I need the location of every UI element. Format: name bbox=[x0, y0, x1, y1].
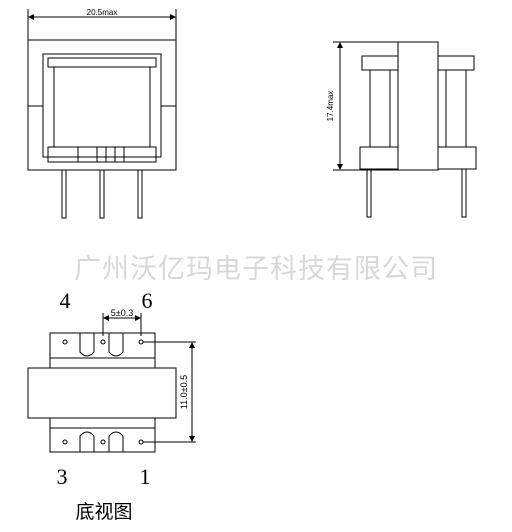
side-pin-left bbox=[366, 168, 372, 218]
side-height-label: 17.4max bbox=[326, 91, 335, 122]
front-pin-left bbox=[61, 169, 67, 219]
pin-label-6: 6 bbox=[142, 288, 153, 313]
side-core bbox=[397, 41, 439, 171]
front-bobbin-bottom-flange bbox=[47, 146, 157, 163]
pin-label-1: 1 bbox=[140, 464, 151, 489]
front-pin-center bbox=[99, 169, 105, 219]
pin-label-4: 4 bbox=[60, 288, 71, 313]
pin-hole-4 bbox=[62, 339, 68, 345]
side-left-winding bbox=[369, 69, 391, 148]
pin-hole-6 bbox=[138, 339, 144, 345]
bottom-view bbox=[27, 313, 196, 453]
side-pin-right bbox=[461, 168, 467, 218]
front-winding bbox=[53, 66, 151, 148]
bottom-pin-holes bbox=[62, 339, 144, 445]
side-view bbox=[333, 41, 477, 218]
side-left-top-flange bbox=[361, 55, 399, 71]
row-spacing-label: 11.0±0.5 bbox=[179, 375, 189, 409]
side-right-top-flange bbox=[437, 55, 475, 71]
front-core-inner bbox=[42, 53, 162, 158]
side-right-winding bbox=[445, 69, 467, 148]
pin-hole-2 bbox=[100, 439, 106, 445]
pin-hole-1 bbox=[138, 439, 144, 445]
front-bobbin-top-flange bbox=[47, 57, 157, 68]
bottom-view-caption: 底视图 bbox=[75, 501, 132, 523]
bottom-bottom-slots bbox=[79, 431, 124, 452]
side-right-bottom-flange bbox=[437, 146, 477, 170]
bottom-top-slots bbox=[79, 333, 124, 357]
bottom-top-base bbox=[49, 332, 156, 369]
pitch-label: 5±0.3 bbox=[111, 308, 133, 318]
front-core-outer bbox=[27, 39, 177, 171]
front-view bbox=[27, 9, 177, 219]
front-pin-right bbox=[137, 169, 143, 219]
bottom-core-body bbox=[27, 367, 177, 419]
front-width-label: 20.5max bbox=[87, 8, 118, 17]
pin-hole-3 bbox=[62, 439, 68, 445]
side-left-bottom-flange bbox=[359, 146, 399, 170]
watermark-text: 广州沃亿玛电子科技有限公司 bbox=[74, 254, 438, 285]
pin-label-3: 3 bbox=[57, 464, 68, 489]
pin-hole-5 bbox=[100, 339, 106, 345]
bottom-bottom-base bbox=[49, 417, 156, 453]
